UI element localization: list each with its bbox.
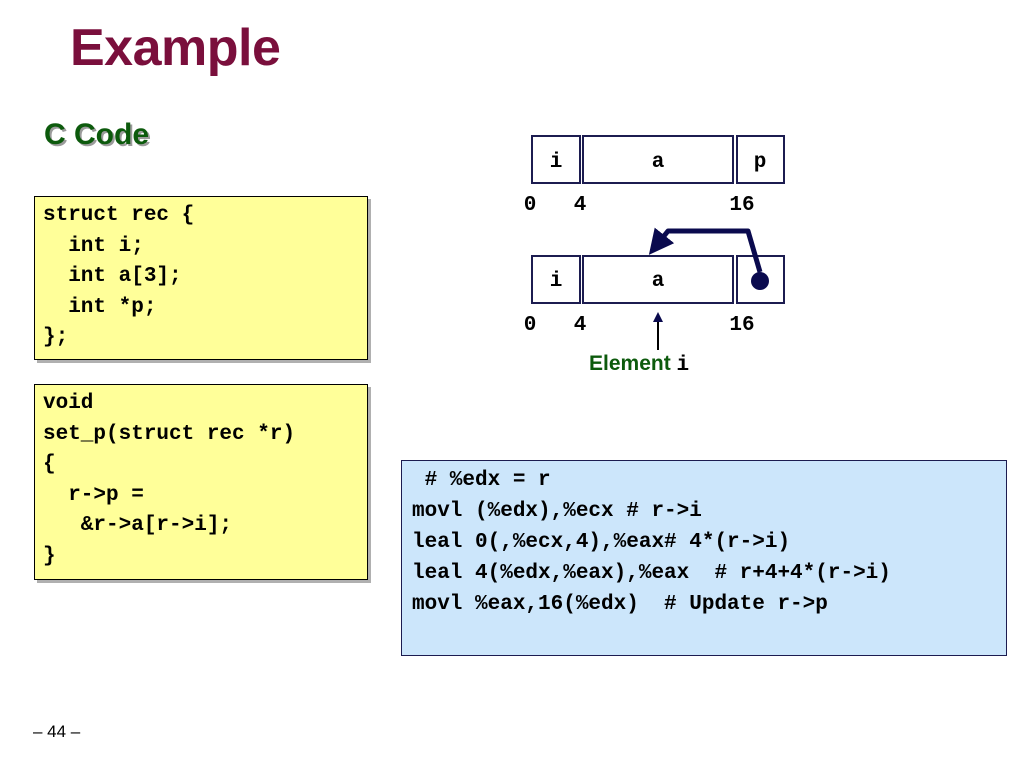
pointer-arrow bbox=[648, 227, 763, 273]
top-offset-16: 16 bbox=[729, 194, 754, 217]
bottom-offset-0: 0 bbox=[524, 314, 537, 337]
asm-line: # %edx = r bbox=[412, 469, 551, 492]
bottom-offset-16: 16 bbox=[729, 314, 754, 337]
element-label-word: Element bbox=[589, 352, 671, 375]
asm-line: movl (%edx),%ecx # r->i bbox=[412, 500, 702, 523]
top-field-a-box bbox=[582, 135, 734, 184]
top-offset-0: 0 bbox=[524, 194, 537, 217]
bottom-offset-4: 4 bbox=[574, 314, 587, 337]
bottom-field-i-box bbox=[531, 255, 581, 304]
element-label: Element i bbox=[589, 352, 689, 377]
bottom-field-a-box bbox=[582, 255, 734, 304]
slide-title: Example bbox=[70, 19, 281, 77]
struct-code-block: struct rec { int i; int a[3]; int *p; }; bbox=[34, 196, 368, 360]
top-field-p-label: p bbox=[754, 151, 767, 174]
top-field-p-box bbox=[736, 135, 785, 184]
assembly-code-block: # %edx = r movl (%edx),%ecx # r->i leal … bbox=[401, 460, 1007, 656]
asm-line: movl %eax,16(%edx) # Update r->p bbox=[412, 593, 828, 616]
bottom-field-i-label: i bbox=[550, 270, 563, 293]
bottom-field-a-label: a bbox=[652, 270, 665, 293]
top-field-i-box bbox=[531, 135, 581, 184]
top-field-a-label: a bbox=[652, 151, 665, 174]
top-field-i-label: i bbox=[550, 151, 563, 174]
asm-line: leal 0(,%ecx,4),%eax# 4*(r->i) bbox=[412, 531, 791, 554]
asm-line: leal 4(%edx,%eax),%eax # r+4+4*(r->i) bbox=[412, 562, 891, 585]
page-number: – 44 – bbox=[33, 722, 81, 741]
element-label-var: i bbox=[676, 354, 690, 377]
top-offset-4: 4 bbox=[574, 194, 587, 217]
pointer-dot-icon bbox=[751, 272, 769, 290]
section-heading: C Code bbox=[44, 118, 149, 151]
function-code-block: void set_p(struct rec *r) { r->p = &r->a… bbox=[34, 384, 368, 580]
